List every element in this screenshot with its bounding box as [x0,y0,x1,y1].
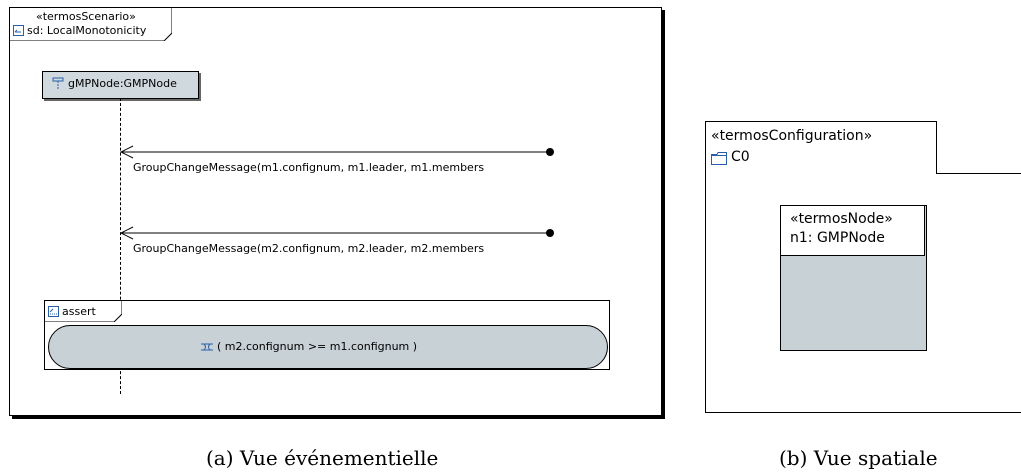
message-1-label[interactable]: GroupChangeMessage(m1.confignum, m1.lead… [133,161,485,174]
assert-tab [44,300,122,322]
configuration-header [705,121,937,174]
lifeline-line [120,98,121,394]
combined-fragment-icon [48,306,59,317]
caption-spatial-view: (b) Vue spatiale [779,446,938,470]
node-stereotype: «termosNode» [790,211,893,227]
assert-label: assert [62,305,96,318]
state-invariant-text: ( m2.confignum >= m1.confignum ) [217,340,418,353]
package-icon [711,152,727,165]
scenario-stereotype: «termosScenario» [36,10,136,23]
lifeline-label: gMPNode:GMPNode [68,77,177,90]
scenario-name: sd: LocalMonotonicity [27,24,147,37]
frame-name-tab [9,7,172,41]
caption-event-view: (a) Vue événementielle [206,446,439,470]
sequence-diagram-icon [13,25,24,36]
message-2-label[interactable]: GroupChangeMessage(m2.confignum, m2.lead… [133,242,485,255]
node-header [780,205,925,256]
configuration-stereotype: «termosConfiguration» [711,128,873,144]
lifeline-icon [52,77,64,90]
node-name: n1: GMPNode [790,230,885,246]
state-invariant[interactable] [48,325,608,369]
configuration-name: C0 [731,149,750,165]
state-invariant-icon [201,343,213,351]
